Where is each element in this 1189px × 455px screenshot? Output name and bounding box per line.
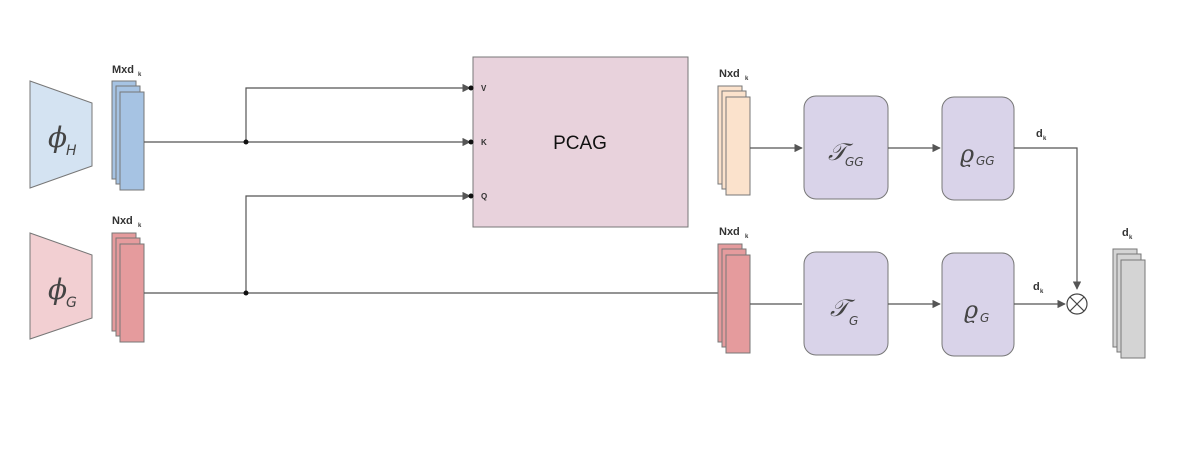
- block-rho-g: ϱ G: [941, 252, 1015, 357]
- edge-label-top: d k: [1036, 128, 1047, 142]
- output-stack: d k: [1112, 227, 1146, 359]
- block-rho-gg: ϱ GG: [941, 96, 1015, 201]
- input-phi-g-subscript: G: [66, 295, 77, 311]
- feature-stack-mxdk-sub: k: [138, 72, 142, 78]
- block-t-g: 𝒯 G: [803, 251, 889, 356]
- combine-operator-icon: [1066, 293, 1088, 315]
- edge-label-top-sub: k: [1043, 136, 1047, 142]
- feature-stack-nxdk-left-sub: k: [138, 223, 142, 229]
- branch-stack-bottom: Nxd k: [717, 226, 751, 354]
- branch-wires: [750, 143, 1082, 309]
- port-q-label: Q: [481, 192, 487, 201]
- feature-stack-mxdk-label: Mxd: [112, 64, 134, 76]
- output-stack-sub: k: [1129, 235, 1133, 241]
- block-rho-g-subscript: G: [980, 311, 989, 325]
- input-phi-h: ϕ H: [29, 80, 93, 189]
- branch-stack-top-label: Nxd: [719, 68, 740, 80]
- branch-stack-top-sub: k: [745, 76, 749, 82]
- edge-label-top-text: d: [1036, 128, 1043, 140]
- port-dot: [468, 85, 474, 91]
- input-phi-g-symbol: ϕ: [48, 273, 67, 306]
- block-rho-gg-symbol: ϱ: [960, 140, 974, 168]
- block-rho-gg-subscript: GG: [976, 154, 995, 168]
- input-phi-g: ϕ G: [29, 232, 93, 340]
- port-v-label: V: [481, 84, 487, 93]
- feature-stack-nxdk-left: Nxd k: [111, 215, 145, 343]
- feature-stack-nxdk-left-label: Nxd: [112, 215, 133, 227]
- port-dot: [468, 139, 474, 145]
- input-phi-h-shape: [29, 80, 93, 189]
- input-phi-h-symbol: ϕ: [48, 121, 67, 154]
- port-k-label: K: [481, 138, 487, 147]
- feature-stack-mxdk: Mxd k: [111, 64, 145, 191]
- edge-label-bottom-text: d: [1033, 281, 1040, 293]
- output-stack-label: d: [1122, 227, 1129, 239]
- branch-stack-top: Nxd k: [717, 68, 751, 196]
- pcag-box: [472, 56, 689, 228]
- input-phi-h-subscript: H: [66, 143, 77, 159]
- junction-dot: [243, 139, 249, 145]
- port-dot: [468, 193, 474, 199]
- block-t-gg: 𝒯 GG: [803, 95, 889, 200]
- pcag-block: PCAG V K Q: [468, 56, 689, 228]
- input-phi-g-shape: [29, 232, 93, 340]
- pcag-label: PCAG: [553, 133, 607, 154]
- branch-stack-bottom-sub: k: [745, 234, 749, 240]
- block-t-gg-subscript: GG: [845, 155, 864, 169]
- wires-to-pcag: [144, 83, 718, 296]
- edge-label-bottom: d k: [1033, 281, 1044, 295]
- junction-dot: [243, 290, 249, 296]
- branch-stack-bottom-label: Nxd: [719, 226, 740, 238]
- block-rho-g-symbol: ϱ: [964, 296, 978, 324]
- block-t-g-subscript: G: [849, 314, 858, 328]
- edge-label-bottom-sub: k: [1040, 289, 1044, 295]
